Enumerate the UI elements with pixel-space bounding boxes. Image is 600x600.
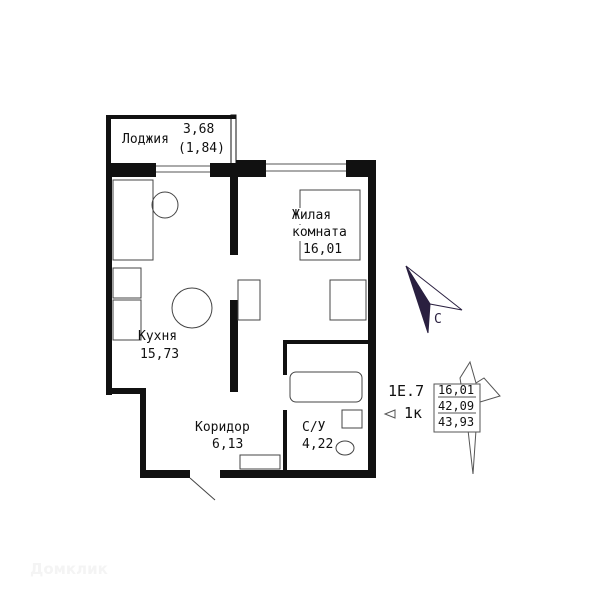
corridor-name: Коридор <box>195 420 250 435</box>
desk <box>237 279 261 321</box>
bathroom-area: 4,22 <box>302 437 334 452</box>
apartment-type: 1к <box>404 404 423 422</box>
watermark-logo: Домклик <box>30 560 108 578</box>
total-with-loggia-value: 43,93 <box>438 415 475 429</box>
walls <box>106 114 376 478</box>
living-area-value: 16,01 <box>438 383 475 397</box>
sink <box>341 409 363 429</box>
apartment-code: 1Е.7 <box>388 382 425 400</box>
windows <box>156 163 346 173</box>
bathroom-name: С/У <box>302 420 326 435</box>
living-name-1: Жилая <box>292 208 332 224</box>
compass-north-label: С <box>434 312 442 327</box>
loggia-reduced-area: (1,84) <box>178 141 225 156</box>
loggia-area: 3,68 <box>183 122 215 137</box>
stove <box>112 267 142 299</box>
total-area-value: 42,09 <box>438 399 475 413</box>
kitchen-name: Кухня <box>138 329 178 344</box>
toilet <box>335 440 355 456</box>
furniture <box>112 179 367 501</box>
kitchen-area: 15,73 <box>140 347 180 362</box>
loggia-name: Лоджия <box>122 132 169 147</box>
compass-rose <box>405 265 463 334</box>
dining-table <box>171 287 213 329</box>
corridor-area: 6,13 <box>212 437 244 452</box>
living-area: 16,01 <box>303 242 343 257</box>
sofa <box>112 179 154 261</box>
area-star <box>383 360 501 475</box>
living-name-2: комната <box>292 225 347 241</box>
entry-door <box>189 477 216 501</box>
bathtub <box>289 371 363 403</box>
